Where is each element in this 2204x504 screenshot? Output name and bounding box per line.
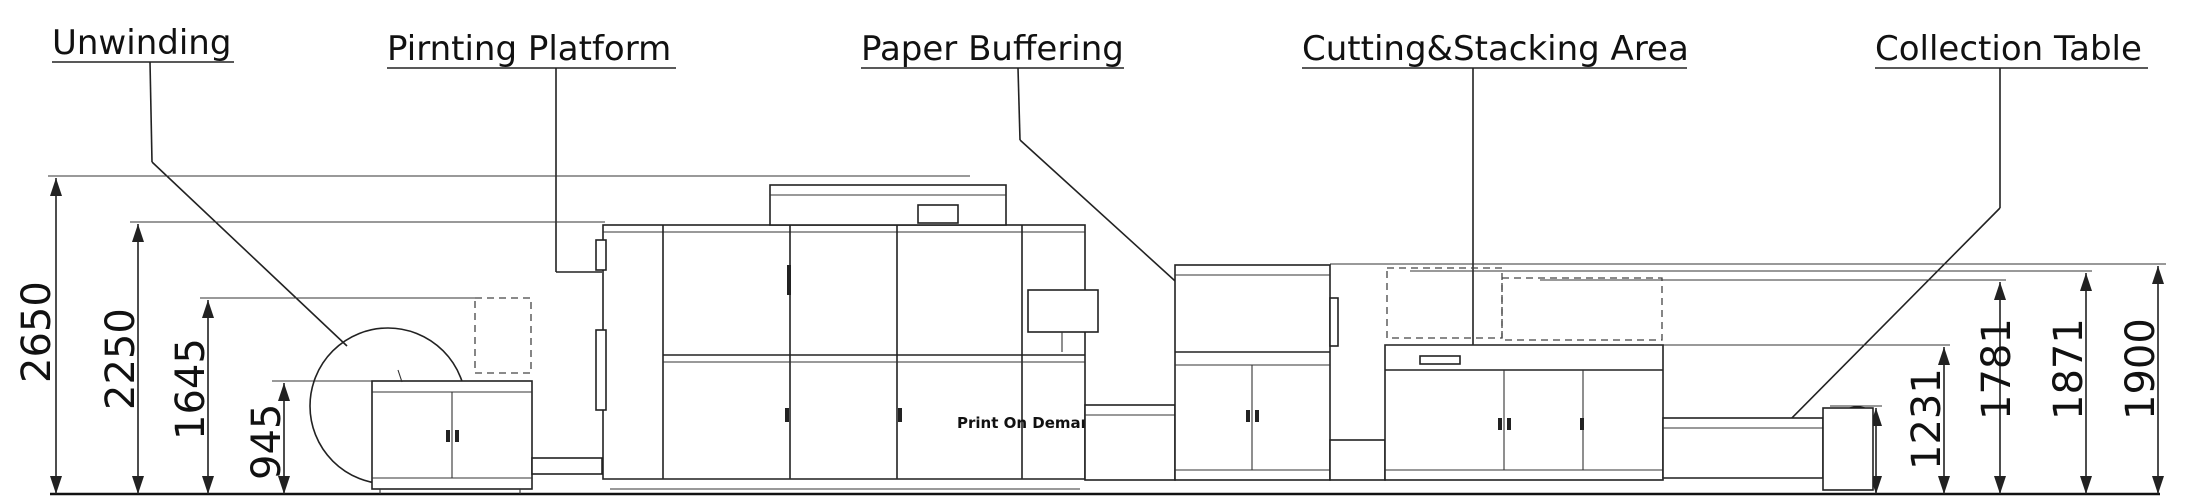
leader-buffering-a xyxy=(1017,67,1021,141)
dim-label-1781: 1781 xyxy=(1974,318,2020,420)
printer-handle-3 xyxy=(898,408,902,422)
cutter-knife-block xyxy=(1419,355,1461,365)
dim-label-1231: 1231 xyxy=(1904,368,1950,470)
dim-label-1645: 1645 xyxy=(168,338,214,440)
dimensions-left: 2650 2250 1645 945 xyxy=(14,175,970,494)
leader-unwinding-b xyxy=(151,161,348,347)
arrow-1871-top xyxy=(2080,273,2092,291)
buffer-bridge xyxy=(1084,404,1176,481)
arrow-1781-bottom xyxy=(1994,476,2006,494)
unwinder-bridge xyxy=(531,457,603,475)
printing-unit: Print On Demand xyxy=(595,184,1102,490)
dim-label-1900: 1900 xyxy=(2118,318,2164,420)
arrow-1781-top xyxy=(1994,282,2006,300)
arrow-945-bottom xyxy=(278,476,290,494)
arrow-1900-bottom xyxy=(2152,476,2164,494)
cutter-handle-3 xyxy=(1580,418,1584,430)
arrow-1645-bottom xyxy=(202,476,214,494)
cutter-handle-2 xyxy=(1507,418,1511,430)
printer-duct-fan xyxy=(917,204,959,224)
buffer-handle-right xyxy=(1255,410,1259,422)
arrow-2250-bottom xyxy=(132,476,144,494)
unwinder-handle-left xyxy=(446,430,450,442)
printer-body xyxy=(602,224,1086,480)
leader-collection-b xyxy=(1775,207,2001,435)
dim-label-2250: 2250 xyxy=(98,308,144,410)
collection-unit xyxy=(1662,407,1874,491)
arrow-1231-bottom xyxy=(1938,476,1950,494)
printer-monitor xyxy=(1027,289,1099,333)
cutter-base-cabinet xyxy=(1384,344,1664,481)
arrow-1900-top xyxy=(2152,266,2164,284)
arrow-2650-top xyxy=(50,178,62,196)
printer-handle-2 xyxy=(785,408,789,422)
callout-label-unwinding: Unwinding xyxy=(52,23,231,63)
unwinder-handle-right xyxy=(455,430,459,442)
buffer-side-handle xyxy=(1329,297,1339,347)
collection-end-stop xyxy=(1822,407,1874,491)
callout-label-buffering: Paper Buffering xyxy=(861,29,1124,69)
buffering-unit xyxy=(1084,264,1339,481)
cutter-step xyxy=(1329,439,1386,481)
dim-label-945: 945 xyxy=(244,404,290,480)
callout-label-collection: Collection Table xyxy=(1875,29,2142,69)
collection-table-top xyxy=(1662,417,1824,479)
callout-printing: Pirnting Platform xyxy=(387,29,676,273)
cutter-guard-right xyxy=(1501,277,1663,341)
leader-buffering-b xyxy=(1019,139,1197,301)
unwinder-control-box xyxy=(474,297,532,374)
callout-unwinding: Unwinding xyxy=(52,23,348,347)
machine-branding: Print On Demand xyxy=(957,414,1102,432)
dim-label-1871: 1871 xyxy=(2046,318,2092,420)
cutter-handle-1 xyxy=(1498,418,1502,430)
printer-side-handle xyxy=(595,239,607,271)
unwinder-lever xyxy=(397,369,403,383)
unwinding-unit xyxy=(309,297,603,494)
callout-buffering: Paper Buffering xyxy=(861,29,1197,301)
buffer-handle-left xyxy=(1246,410,1250,422)
arrow-1871-bottom xyxy=(2080,476,2092,494)
dim-label-2650: 2650 xyxy=(14,281,60,383)
arrow-1231-top xyxy=(1938,347,1950,365)
arrow-1645-top xyxy=(202,300,214,318)
printer-side-panel xyxy=(595,329,607,411)
arrow-2250-top xyxy=(132,224,144,242)
printer-top-duct xyxy=(769,184,1007,226)
callout-cutting: Cutting&Stacking Area xyxy=(1302,29,1689,392)
cutter-guard-left xyxy=(1386,267,1503,339)
arrow-945-top xyxy=(278,383,290,401)
callout-label-cutting: Cutting&Stacking Area xyxy=(1302,29,1689,69)
cutting-unit xyxy=(1329,267,1664,481)
arrow-2650-bottom xyxy=(50,476,62,494)
callout-collection: Collection Table xyxy=(1775,29,2148,435)
printer-handle-1 xyxy=(787,265,791,295)
callout-label-printing: Pirnting Platform xyxy=(387,29,671,69)
leader-unwinding-a xyxy=(149,61,153,163)
